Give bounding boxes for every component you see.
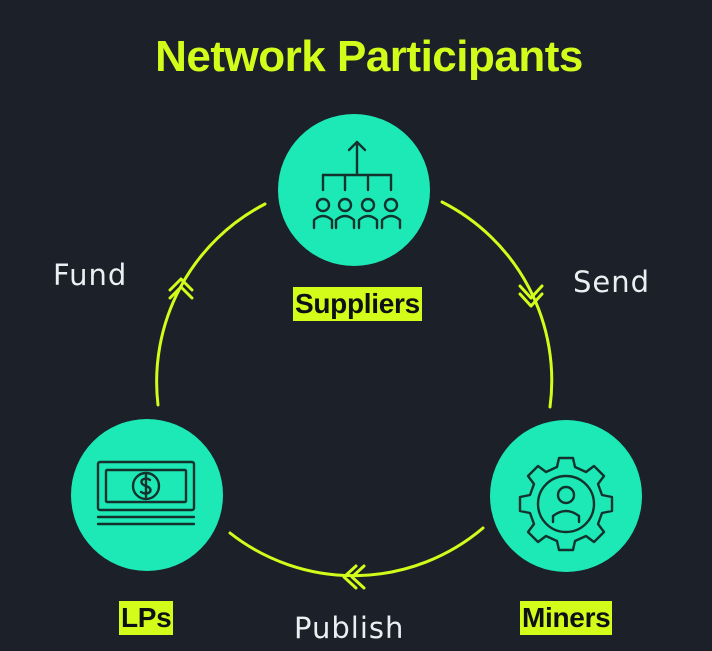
send-arc <box>440 200 554 409</box>
fund-label: Fund <box>53 258 128 292</box>
publish-label: Publish <box>294 611 405 645</box>
lps-label: LPs <box>119 601 174 635</box>
page-title: Network Participants <box>155 32 583 81</box>
send-label: Send <box>573 265 651 299</box>
gear-person-icon <box>518 456 614 552</box>
miners-label: Miners <box>520 601 613 635</box>
lps-node <box>71 419 223 571</box>
miners-node <box>490 420 642 572</box>
suppliers-node <box>278 114 430 266</box>
publish-arrow-icon <box>342 564 366 590</box>
cash-stack-icon <box>96 460 196 526</box>
team-hierarchy-icon <box>312 140 402 230</box>
fund-arrow-icon <box>168 277 194 300</box>
publish-arc <box>228 526 485 578</box>
fund-arc <box>155 202 267 407</box>
send-arrow-icon <box>518 284 544 308</box>
suppliers-label: Suppliers <box>293 287 422 321</box>
